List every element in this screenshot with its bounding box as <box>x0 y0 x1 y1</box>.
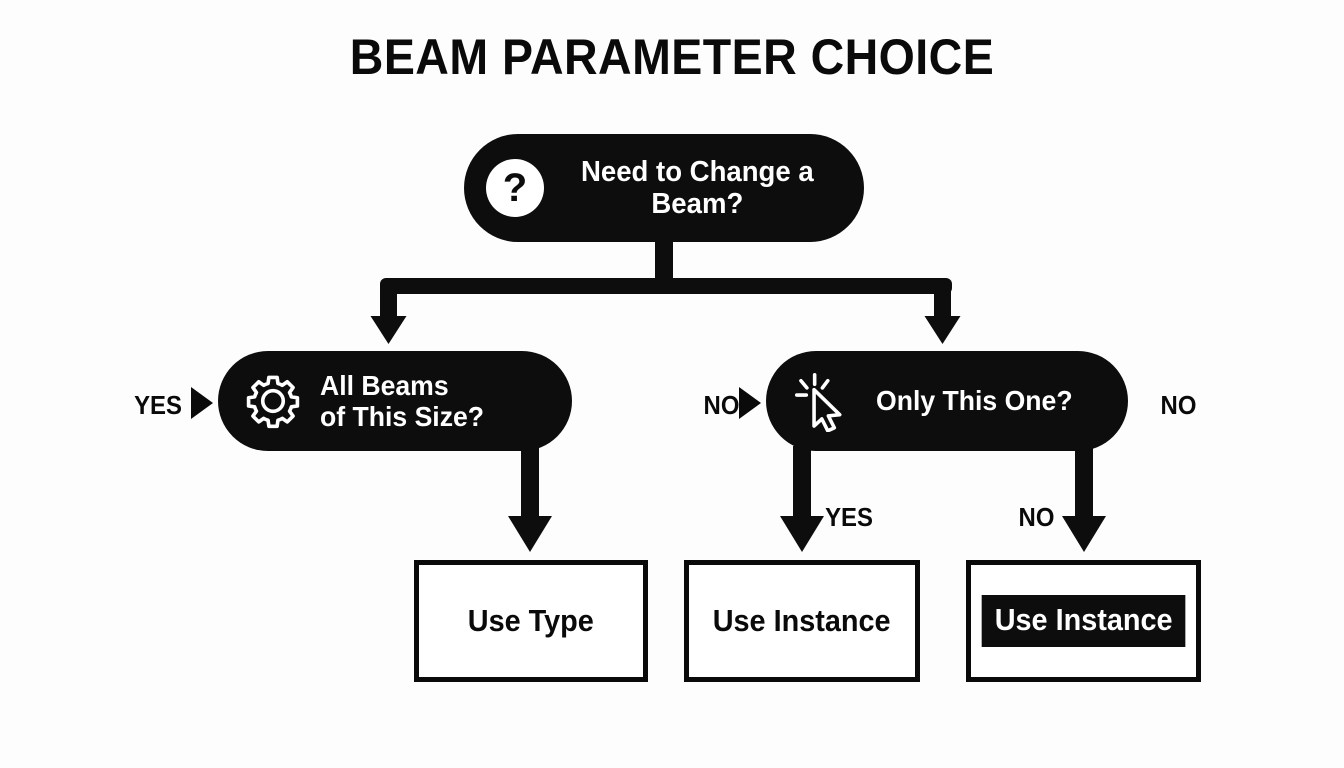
outcome-label: Use Instance <box>713 603 891 638</box>
node-root-label: Need to Change a Beam? <box>581 155 814 220</box>
node-all-beams-of-this-size[interactable]: All Beams of This Size? <box>218 351 572 451</box>
edge-label-no-right: NO <box>703 390 740 420</box>
edge-split-bar <box>380 278 952 294</box>
arrowhead-right-to-highlight <box>1062 516 1106 552</box>
arrowhead-left-branch <box>370 316 407 344</box>
edge-label-yes-middle: YES <box>825 502 873 532</box>
edge-right-to-highlight <box>1075 446 1093 522</box>
edge-left-branch <box>380 286 397 322</box>
edge-label-yes-left: YES <box>134 390 182 420</box>
node-left-label: All Beams of This Size? <box>320 369 485 432</box>
arrowhead-left-to-type <box>508 516 552 552</box>
question-mark-icon: ? <box>486 159 544 217</box>
edge-label-no-middle: NO <box>1018 502 1055 532</box>
edge-label-no-far-right: NO <box>1160 390 1197 420</box>
arrowhead-right-to-instance <box>780 516 824 552</box>
node-right-label: Only This One? <box>876 385 1073 417</box>
node-need-to-change-beam[interactable]: ? Need to Change a Beam? <box>464 134 864 242</box>
click-cursor-icon <box>794 372 842 432</box>
edge-right-branch <box>934 286 951 322</box>
outcome-box-use-instance-highlighted[interactable]: Use Instance <box>966 560 1201 682</box>
arrowhead-right-branch <box>924 316 961 344</box>
outcome-box-use-type[interactable]: Use Type <box>414 560 648 682</box>
pointer-triangle-right <box>739 387 761 419</box>
edge-left-to-type <box>521 446 539 522</box>
node-only-this-one[interactable]: Only This One? <box>766 351 1128 451</box>
outcome-label-highlighted: Use Instance <box>981 595 1186 647</box>
edge-right-to-instance <box>793 446 811 522</box>
pointer-triangle-left <box>191 387 213 419</box>
outcome-label: Use Type <box>467 603 595 638</box>
edge-root-stem <box>655 242 673 284</box>
gear-icon <box>246 375 300 429</box>
page-title: BEAM PARAMETER CHOICE <box>349 29 995 85</box>
outcome-box-use-instance[interactable]: Use Instance <box>684 560 920 682</box>
